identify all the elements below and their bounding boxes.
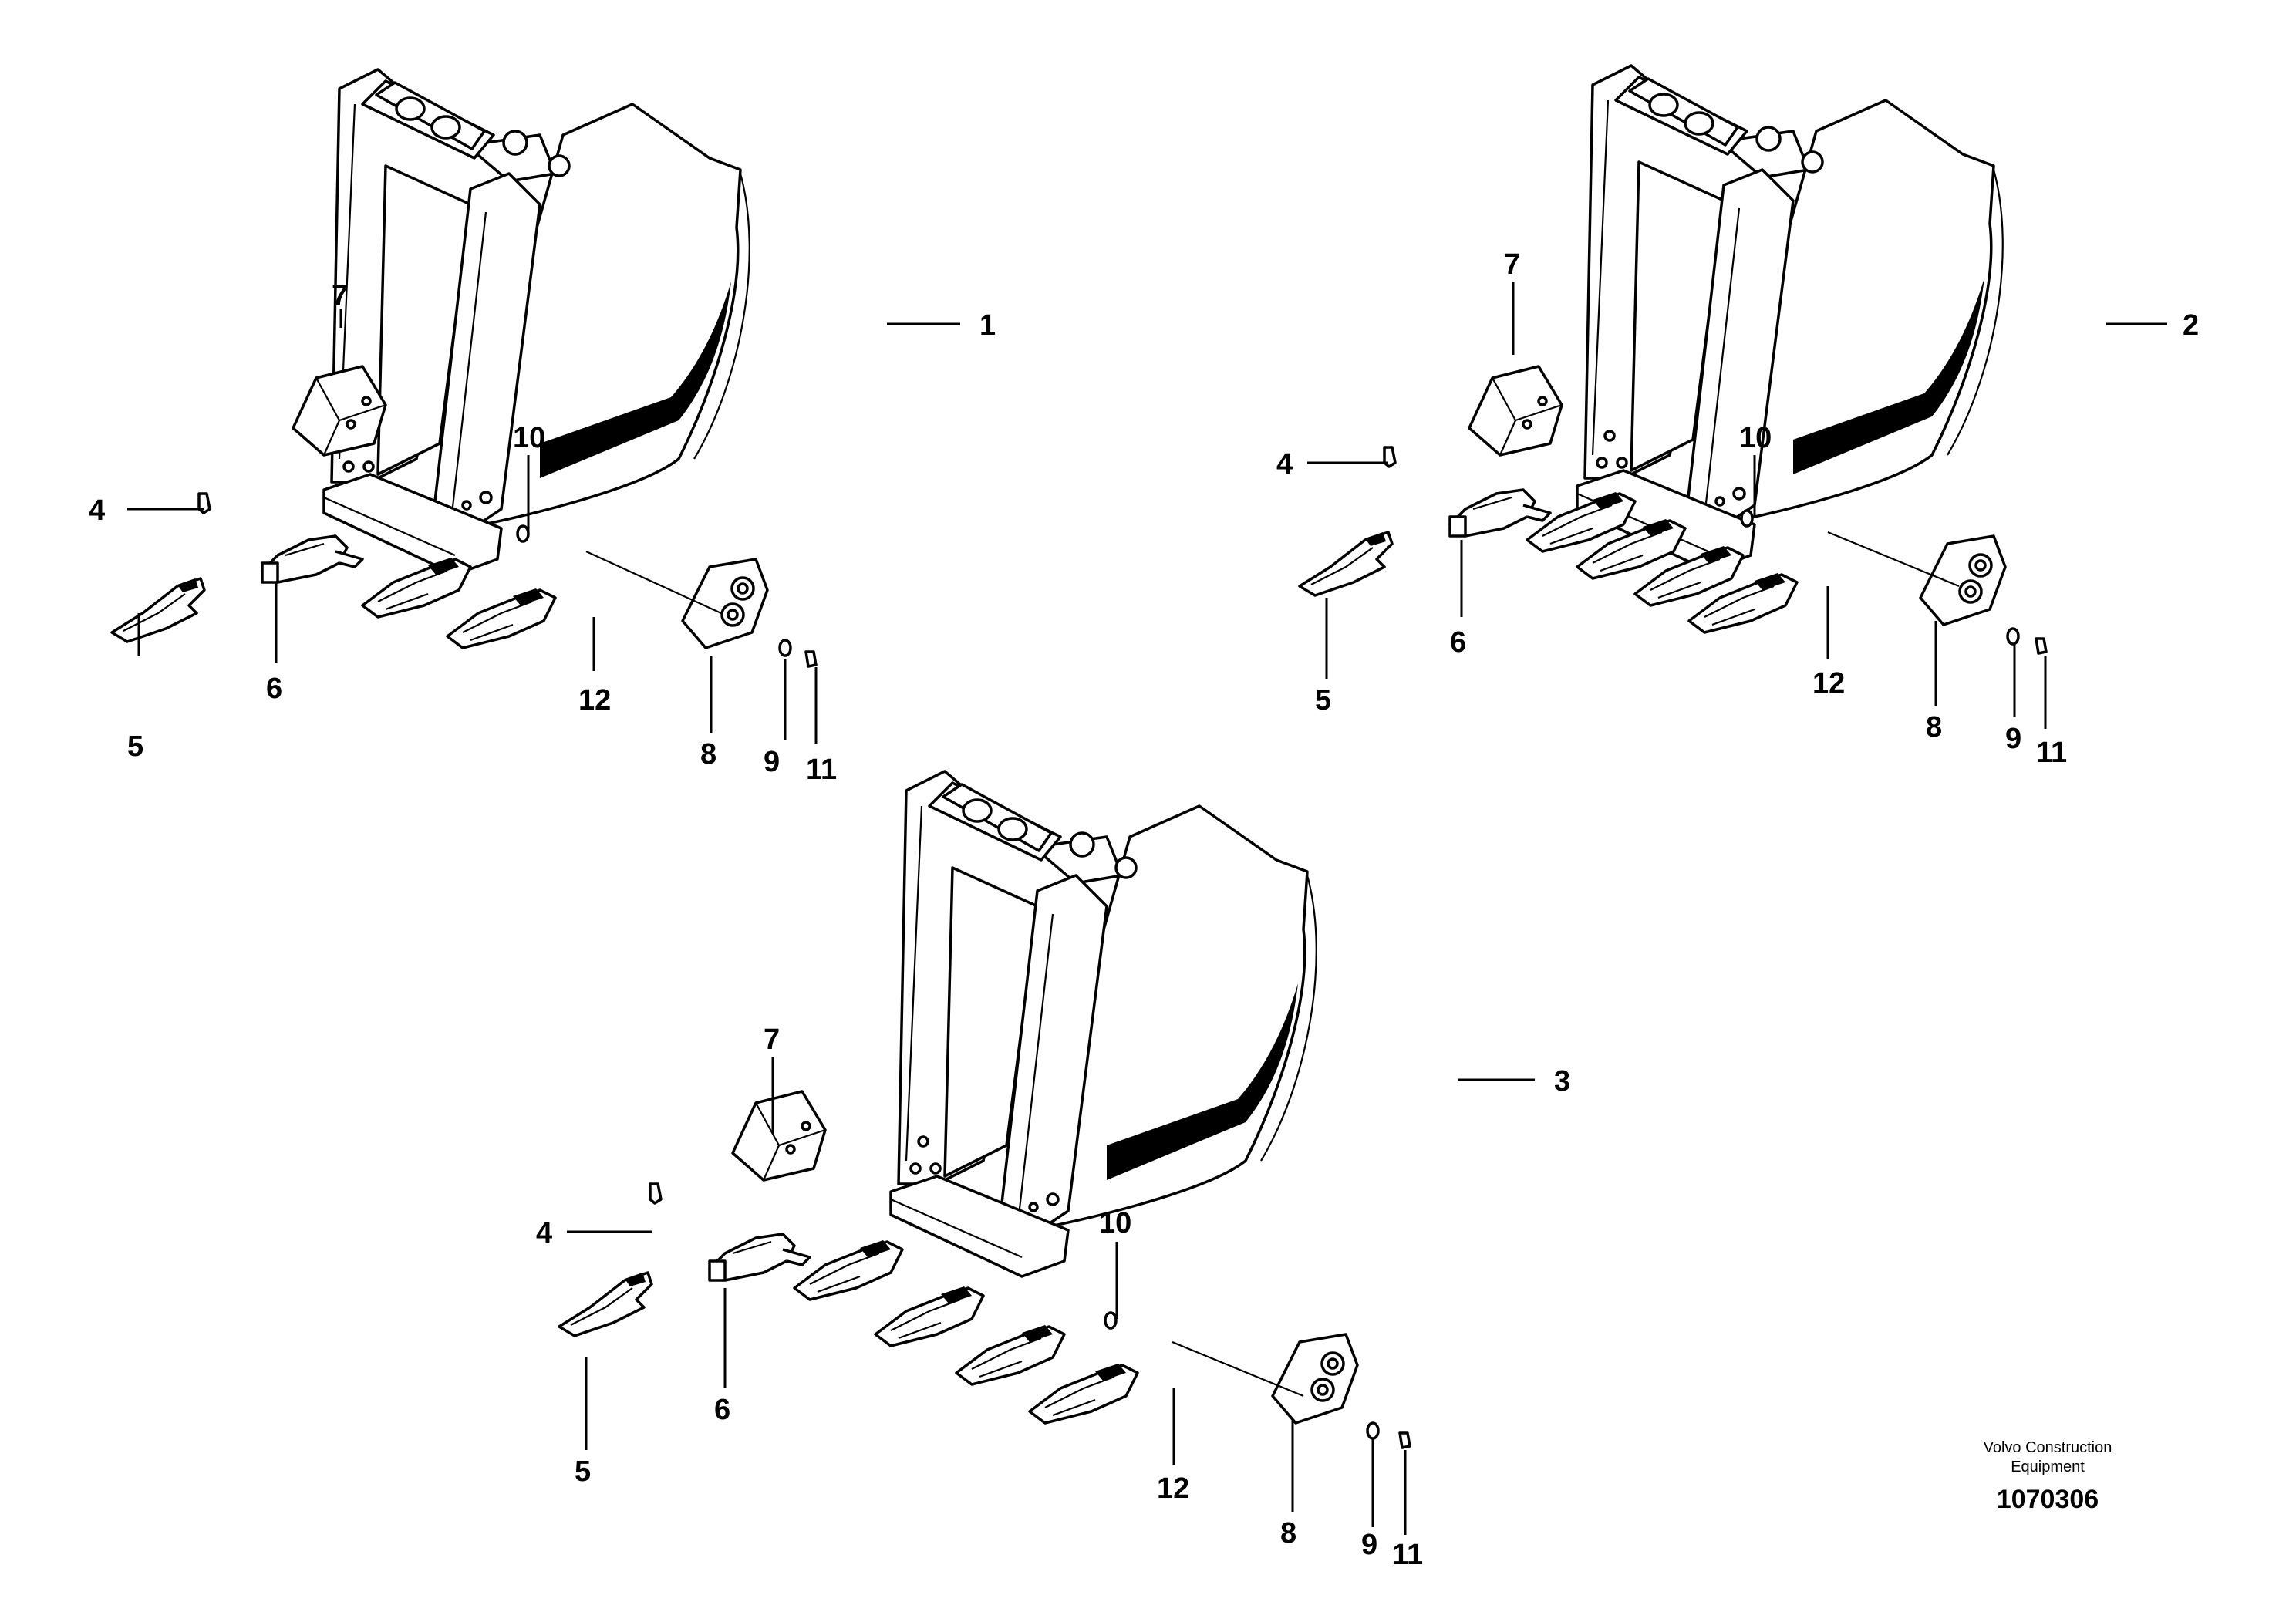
callout-bucket-1[interactable]: 1 bbox=[979, 309, 996, 342]
side-cutter-lower-1 bbox=[681, 558, 769, 649]
callout-adapter-3[interactable]: 6 bbox=[714, 1394, 730, 1426]
callout-bucket-3[interactable]: 3 bbox=[1554, 1065, 1570, 1098]
callout-lip-2[interactable]: 12 bbox=[1812, 667, 1845, 700]
pin-1 bbox=[516, 524, 530, 543]
callout-bucket-2[interactable]: 2 bbox=[2183, 309, 2199, 342]
pin-3 bbox=[1104, 1311, 1118, 1330]
bucket-view-1: 1 7 4 5 6 10 12 8 9 11 bbox=[89, 68, 996, 786]
callout-washer-2[interactable]: 9 bbox=[2005, 723, 2021, 755]
callout-pin-1[interactable]: 10 bbox=[513, 422, 545, 454]
callout-pin-lock-1[interactable]: 4 bbox=[89, 494, 105, 527]
adapter-1 bbox=[261, 534, 364, 584]
side-cutter-lower-2 bbox=[1919, 534, 2007, 626]
pin-axis-2 bbox=[1827, 531, 1960, 588]
tooth-loose-1 bbox=[110, 577, 206, 643]
bucket-3-drawing bbox=[889, 770, 1318, 1278]
pin-2 bbox=[1740, 509, 1754, 528]
nut-3 bbox=[1398, 1431, 1411, 1449]
side-cutter-upper-1 bbox=[292, 365, 387, 457]
tooth-3d bbox=[1028, 1362, 1139, 1425]
callout-pin-lock-3[interactable]: 4 bbox=[536, 1217, 552, 1249]
callout-side-cutter-upper-3[interactable]: 7 bbox=[764, 1023, 780, 1056]
callout-pin-lock-2[interactable]: 4 bbox=[1276, 448, 1293, 481]
callout-side-cutter-lower-1[interactable]: 8 bbox=[700, 738, 716, 771]
washer-1 bbox=[778, 639, 792, 657]
side-cutter-upper-2 bbox=[1468, 365, 1563, 457]
callout-pin-3[interactable]: 10 bbox=[1099, 1207, 1131, 1239]
adapter-3 bbox=[708, 1233, 811, 1282]
callout-side-cutter-upper-1[interactable]: 7 bbox=[332, 280, 348, 312]
bucket-view-2: 2 7 4 5 6 10 12 8 9 11 bbox=[1276, 64, 2199, 769]
callout-lip-1[interactable]: 12 bbox=[578, 684, 611, 717]
tooth-3a bbox=[793, 1239, 904, 1301]
callout-washer-1[interactable]: 9 bbox=[764, 746, 780, 778]
tooth-1b bbox=[446, 587, 557, 649]
callout-adapter-1[interactable]: 6 bbox=[266, 673, 282, 705]
callout-side-cutter-upper-2[interactable]: 7 bbox=[1504, 248, 1520, 281]
washer-3 bbox=[1366, 1421, 1380, 1440]
side-cutter-lower-3 bbox=[1271, 1333, 1359, 1425]
callout-washer-3[interactable]: 9 bbox=[1361, 1529, 1377, 1561]
nut-1 bbox=[804, 650, 818, 668]
callout-tooth-2[interactable]: 5 bbox=[1315, 684, 1331, 717]
callout-nut-1[interactable]: 11 bbox=[806, 754, 837, 786]
callout-side-cutter-lower-3[interactable]: 8 bbox=[1280, 1517, 1296, 1549]
washer-2 bbox=[2006, 627, 2020, 646]
tooth-1a bbox=[361, 556, 472, 619]
callout-tooth-3[interactable]: 5 bbox=[575, 1455, 591, 1488]
callout-adapter-2[interactable]: 6 bbox=[1450, 626, 1466, 659]
adapter-2 bbox=[1448, 488, 1552, 538]
callout-lip-3[interactable]: 12 bbox=[1157, 1472, 1189, 1505]
tooth-loose-2 bbox=[1298, 531, 1394, 597]
tooth-3c bbox=[955, 1324, 1066, 1386]
callout-pin-2[interactable]: 10 bbox=[1739, 422, 1772, 454]
footer: Volvo Construction Equipment 1070306 bbox=[1984, 1439, 2112, 1514]
callout-nut-2[interactable]: 11 bbox=[2036, 737, 2067, 769]
callout-nut-3[interactable]: 11 bbox=[1392, 1539, 1423, 1571]
pin-lock-3 bbox=[649, 1182, 663, 1205]
bucket-1-drawing bbox=[322, 68, 751, 576]
brand-line-2: Equipment bbox=[2011, 1458, 2085, 1475]
pin-axis-1 bbox=[585, 550, 722, 615]
pin-axis-3 bbox=[1172, 1340, 1304, 1398]
side-cutter-upper-3 bbox=[731, 1090, 827, 1182]
nut-2 bbox=[2035, 637, 2048, 655]
callout-side-cutter-lower-2[interactable]: 8 bbox=[1926, 711, 1942, 744]
callout-tooth-1[interactable]: 5 bbox=[127, 730, 143, 763]
tooth-3b bbox=[874, 1285, 985, 1347]
bucket-view-3: 3 7 4 5 6 10 12 8 9 11 bbox=[536, 770, 1570, 1571]
tooth-loose-3 bbox=[558, 1271, 653, 1337]
bucket-2-drawing bbox=[1576, 64, 2004, 572]
brand-line-1: Volvo Construction bbox=[1984, 1439, 2112, 1456]
drawing-number: 1070306 bbox=[1997, 1485, 2099, 1514]
